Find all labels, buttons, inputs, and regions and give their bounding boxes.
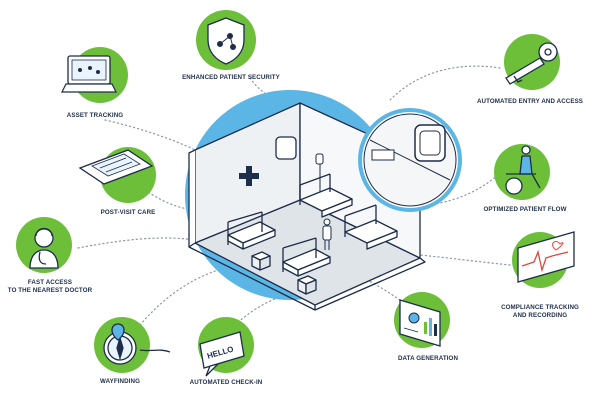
- connector-doctor: [77, 237, 196, 249]
- label-data-generation: DATA GENERATION: [397, 355, 459, 362]
- dashboard-icon: [394, 292, 450, 348]
- shield-network-icon: [196, 10, 256, 70]
- connector-asset: [104, 119, 196, 151]
- label-optimized-patient-flow: OPTIMIZED PATIENT FLOW: [483, 206, 567, 213]
- doctor-icon: [16, 217, 72, 273]
- connector-entry: [389, 65, 501, 101]
- medical-cross-icon: [239, 166, 259, 186]
- wall-beacon-device: [275, 136, 297, 160]
- connector-compliance: [419, 254, 511, 266]
- compass-map-icon: [94, 317, 171, 373]
- connector-wayfinding: [139, 267, 226, 326]
- label-fast-access-line-1: FAST ACCESS: [27, 279, 73, 286]
- key-icon: [504, 34, 560, 90]
- magnifier-callout: [358, 108, 462, 212]
- label-automated-check-in: AUTOMATED CHECK-IN: [189, 379, 263, 386]
- speech-bubble-icon: HELLO: [198, 317, 254, 377]
- label-enhanced-patient-security: ENHANCED PATIENT SECURITY: [182, 74, 280, 81]
- label-fast-access-line-2: TO THE NEAREST DOCTOR: [7, 286, 93, 294]
- wheelchair-icon: [494, 144, 550, 200]
- clipboard-icon: [78, 147, 156, 203]
- monitor-icon: [61, 47, 128, 103]
- doctor-figure: [322, 218, 332, 250]
- label-post-visit-care: POST-VISIT CARE: [100, 209, 156, 216]
- bed-1: [227, 211, 276, 250]
- label-asset-tracking: ASSET TRACKING: [66, 112, 124, 119]
- bed-4: [344, 204, 398, 250]
- label-fast-access-doctor: FAST ACCESS TO THE NEAREST DOCTOR: [0, 279, 100, 294]
- room-wall-edge: [188, 149, 196, 248]
- label-compliance-line-2: AND RECORDING: [512, 311, 568, 319]
- heartbeat-monitor-icon: [512, 231, 575, 288]
- label-compliance-line-1: COMPLIANCE TRACKING: [501, 304, 579, 311]
- beacon-device-zoomed: [414, 124, 446, 162]
- label-compliance-tracking: COMPLIANCE TRACKING AND RECORDING: [485, 304, 595, 319]
- label-automated-entry-and-access: AUTOMATED ENTRY AND ACCESS: [476, 98, 584, 105]
- bed-3: [299, 173, 353, 218]
- hospital-room: [188, 102, 426, 311]
- room-floor-edge: [188, 246, 426, 311]
- label-wayfinding: WAYFINDING: [100, 378, 140, 385]
- bed-2: [282, 237, 331, 277]
